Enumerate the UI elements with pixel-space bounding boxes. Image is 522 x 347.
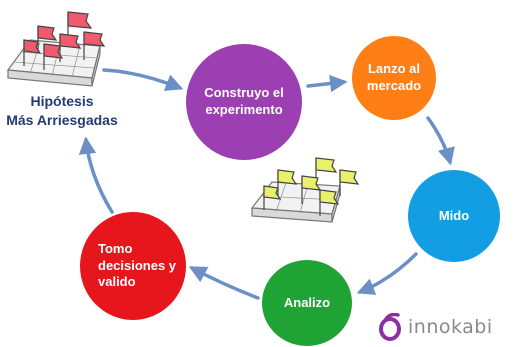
node-mido-label: Mido — [438, 207, 470, 223]
node-construyo-el-experimento: Construyo el experimento — [186, 44, 302, 160]
hypothesis-label: Hipótesis Más Arriesgadas — [4, 92, 120, 130]
arrow-analizo-to-tomo — [188, 266, 260, 300]
hypothesis-line1: Hipótesis — [30, 93, 94, 109]
node-mido: Mido — [408, 170, 500, 262]
arrow-tomo-to-hypothesis — [78, 136, 114, 214]
innokabi-logo: innokabi — [376, 312, 493, 342]
innokabi-logo-icon — [379, 313, 401, 341]
hypothesis-line2: Más Arriesgadas — [6, 111, 118, 128]
node-lanzo-line2: mercado — [366, 78, 422, 93]
node-analizo: Analizo — [262, 260, 352, 346]
red-flags-board-icon — [6, 11, 106, 87]
arrow-mido-to-analizo — [356, 252, 418, 295]
node-tomo-line1: Tomo — [98, 240, 133, 256]
arrow-construyo-to-lanzo — [306, 74, 348, 93]
node-lanzo-al-mercado: Lanzo al mercado — [352, 36, 436, 120]
node-tomo-line2: decisiones y — [98, 257, 177, 273]
node-construyo-line1: Construyo el — [204, 85, 284, 101]
arrow-hypothesis-to-construyo — [102, 68, 184, 91]
arrow-lanzo-to-mido — [426, 116, 455, 166]
node-analizo-label: Analizo — [283, 294, 331, 310]
node-tomo-decisiones-y-valido: Tomo decisiones y valido — [80, 212, 186, 320]
node-lanzo-line1: Lanzo al — [367, 61, 420, 77]
node-tomo-line3: valido — [98, 274, 136, 290]
logo-text: innokabi — [408, 316, 493, 338]
yellow-flags-board-icon — [250, 157, 360, 223]
node-construyo-line2: experimento — [205, 102, 283, 117]
